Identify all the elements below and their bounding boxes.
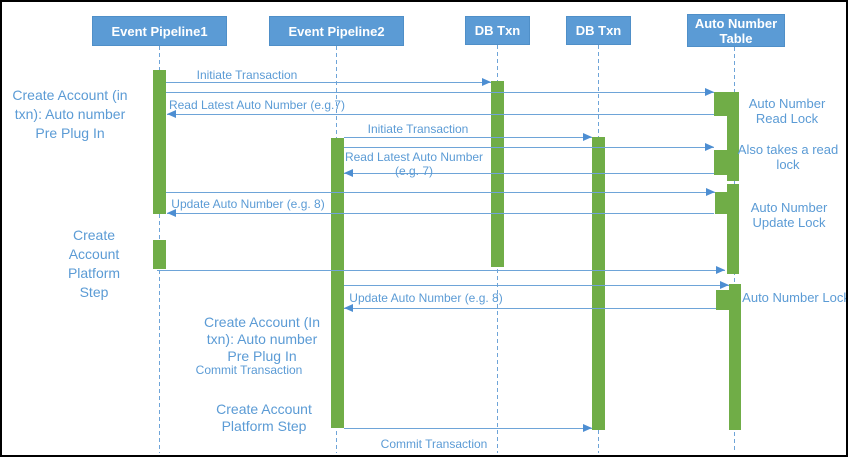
actor-db-txn-2: DB Txn xyxy=(566,16,631,45)
activation-read-lock-1 xyxy=(714,92,727,116)
label-commit-transaction-2: Commit Transaction xyxy=(380,437,488,451)
arrowhead-left-icon xyxy=(344,169,353,177)
actor-label: Event Pipeline1 xyxy=(111,23,208,39)
actor-label: DB Txn xyxy=(474,23,521,38)
actor-auto-number-table: Auto Number Table xyxy=(687,14,785,47)
activation-pipeline1-platform-step xyxy=(153,240,166,269)
label-update-auto-number-1: Update Auto Number (e.g. 8) xyxy=(171,197,325,211)
activation-read-lock-2 xyxy=(714,150,727,175)
actor-label: Auto Number Table xyxy=(694,15,778,46)
arrowhead-right-icon xyxy=(705,143,714,151)
annotation-create-account-platform-2: Create Account Platform Step xyxy=(216,401,312,434)
arrow-initiate-transaction-1 xyxy=(166,78,491,86)
label-initiate-transaction-1: Initiate Transaction xyxy=(196,68,298,82)
arrowhead-right-icon xyxy=(482,78,491,86)
activation-auto-number-table-1 xyxy=(727,92,739,181)
annotation-auto-number-lock: Auto Number Lock xyxy=(742,290,848,305)
arrow-pipeline2-update-request xyxy=(344,281,729,289)
activation-pipeline1-plugin xyxy=(153,70,166,214)
activation-auto-number-lock xyxy=(716,290,730,310)
actor-label: Event Pipeline2 xyxy=(288,23,385,39)
actor-label: DB Txn xyxy=(575,23,622,38)
label-initiate-transaction-2: Initiate Transaction xyxy=(367,122,469,136)
arrow-read-reply-2 xyxy=(344,169,714,177)
label-commit-transaction-1: Commit Transaction xyxy=(195,363,303,377)
arrowhead-left-icon xyxy=(167,110,176,118)
arrow-read-request-2 xyxy=(344,143,714,151)
activation-db-txn-2 xyxy=(592,137,605,430)
label-read-latest-2: Read Latest Auto Number (e.g. 7) xyxy=(344,150,484,178)
label-update-auto-number-2: Update Auto Number (e.g. 8) xyxy=(349,291,503,305)
arrow-initiate-transaction-2 xyxy=(344,133,592,141)
activation-db-txn-1 xyxy=(491,81,504,267)
activation-auto-number-table-2 xyxy=(727,184,739,274)
label-read-latest-1: Read Latest Auto Number (e.g.7) xyxy=(168,98,346,112)
actor-event-pipeline1: Event Pipeline1 xyxy=(92,16,227,46)
arrow-pipeline1-commit-to-table xyxy=(157,266,725,274)
arrowhead-right-icon xyxy=(706,188,715,196)
annotation-auto-number-read-lock: Auto Number Read Lock xyxy=(748,96,826,126)
arrowhead-right-icon xyxy=(705,88,714,96)
arrow-read-request-1 xyxy=(166,88,714,96)
arrowhead-right-icon xyxy=(720,281,729,289)
arrow-commit-transaction-2 xyxy=(344,424,592,432)
arrowhead-left-icon xyxy=(167,209,176,217)
arrowhead-right-icon xyxy=(583,133,592,141)
arrowhead-left-icon xyxy=(344,304,353,312)
arrowhead-right-icon xyxy=(583,424,592,432)
annotation-create-account-plugin-1: Create Account (in txn): Auto number Pre… xyxy=(12,87,128,141)
annotation-create-account-platform-1: Create Account Platform Step xyxy=(67,227,121,300)
activation-update-lock xyxy=(715,192,727,214)
actor-db-txn-1: DB Txn xyxy=(465,16,530,45)
arrow-update-reply-1 xyxy=(167,209,714,217)
annotation-also-takes-read-lock: Also takes a read lock xyxy=(737,142,839,172)
activation-auto-number-table-3 xyxy=(729,284,741,430)
annotation-create-account-plugin-2: Create Account (In txn): Auto number Pre… xyxy=(204,314,320,364)
actor-event-pipeline2: Event Pipeline2 xyxy=(269,16,404,46)
arrow-update-reply-2 xyxy=(344,304,716,312)
arrow-update-request-1 xyxy=(166,188,715,196)
arrowhead-right-icon xyxy=(716,266,725,274)
annotation-auto-number-update-lock: Auto Number Update Lock xyxy=(750,200,828,230)
arrow-read-reply-1 xyxy=(167,110,714,118)
activation-pipeline2 xyxy=(331,138,344,428)
